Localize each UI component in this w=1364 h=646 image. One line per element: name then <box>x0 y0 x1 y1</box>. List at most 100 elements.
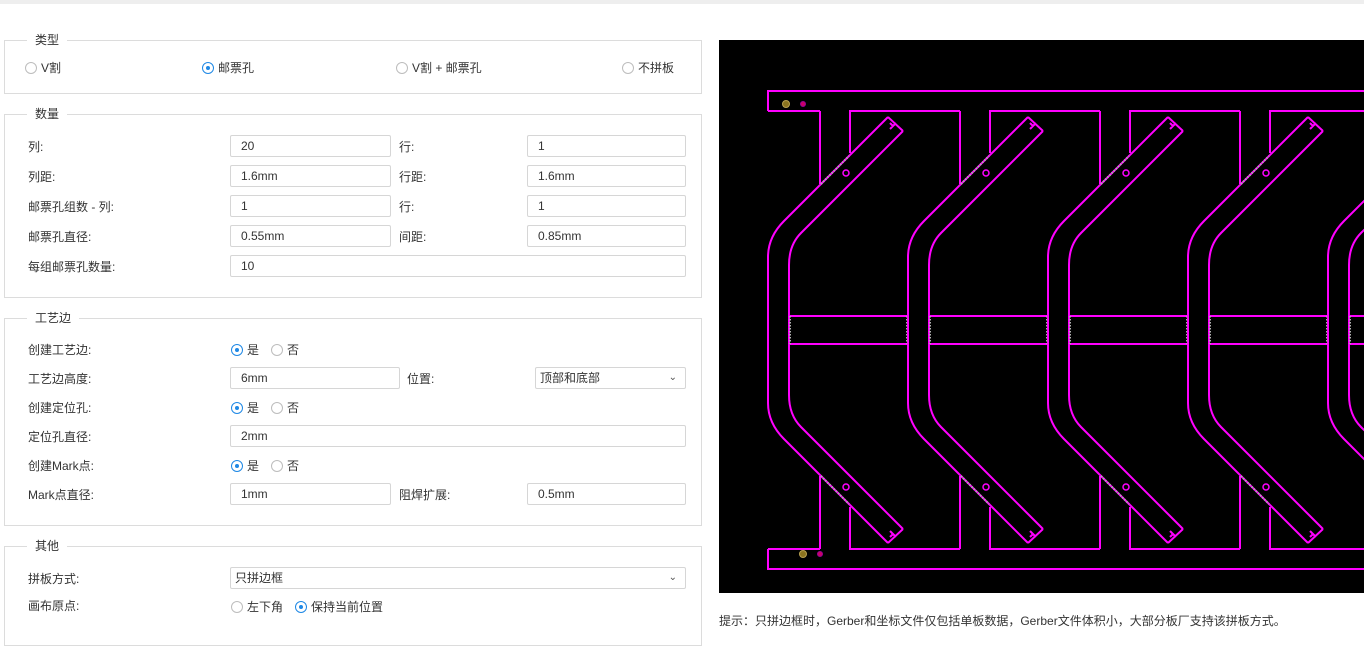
other-fieldset: 其他 <box>4 538 702 646</box>
mark-point <box>799 550 807 558</box>
type-radio-stamp-hole[interactable]: 邮票孔 <box>202 59 254 76</box>
create-hole-label: 创建定位孔: <box>28 401 92 415</box>
mask-input[interactable]: 0.5mm <box>527 483 686 505</box>
create-rail-label: 创建工艺边: <box>28 343 92 357</box>
spacing-label: 间距: <box>399 230 427 244</box>
create-mark-label: 创建Mark点: <box>28 459 95 473</box>
board-outline <box>1327 199 1364 461</box>
tooling-hole <box>1122 169 1130 177</box>
radio-checked-icon <box>202 61 214 74</box>
create-mark-no[interactable]: 否 <box>271 457 299 474</box>
mark-dia-label: Mark点直径: <box>28 488 95 502</box>
locate-hole-dia-input[interactable]: 2mm <box>230 425 686 447</box>
board-outline <box>907 116 1044 544</box>
row-gap-label: 行距: <box>399 170 427 184</box>
pcb-unit <box>1047 110 1240 550</box>
radio-checked-icon <box>231 459 243 472</box>
radio-label: 否 <box>287 401 300 415</box>
radio-icon <box>271 343 283 356</box>
radio-checked-icon <box>231 343 243 356</box>
cols-label: 列: <box>28 140 44 154</box>
radio-label: V割 <box>41 61 62 75</box>
create-rail-no[interactable]: 否 <box>271 341 299 358</box>
frame-connector <box>1349 315 1364 345</box>
hole-dia-label: 邮票孔直径: <box>28 230 92 244</box>
radio-label: V割 + 邮票孔 <box>412 61 482 75</box>
rail-fieldset: 工艺边 <box>4 310 702 526</box>
tooling-hole <box>842 169 850 177</box>
radio-icon <box>271 401 283 414</box>
select-value: 只拼边框 <box>235 571 284 585</box>
create-hole-no[interactable]: 否 <box>271 399 299 416</box>
origin-keep-current[interactable]: 保持当前位置 <box>295 598 383 615</box>
rail-position-label: 位置: <box>407 372 435 386</box>
spacing-input[interactable]: 0.85mm <box>527 225 686 247</box>
row-gap-input[interactable]: 1.6mm <box>527 165 686 187</box>
radio-checked-icon <box>231 401 243 414</box>
radio-label: 否 <box>287 343 300 357</box>
mark-point <box>782 100 790 108</box>
pcb-unit <box>907 110 1100 550</box>
create-rail-yes[interactable]: 是 <box>231 341 259 358</box>
create-mark-yes[interactable]: 是 <box>231 457 259 474</box>
create-hole-yes[interactable]: 是 <box>231 399 259 416</box>
rail-legend: 工艺边 <box>27 310 80 326</box>
type-legend: 类型 <box>27 32 68 48</box>
pcb-unit <box>767 110 960 550</box>
col-gap-label: 列距: <box>28 170 56 184</box>
panel-mode-select[interactable]: 只拼边框 ⌄ <box>230 567 686 589</box>
stamp-holes <box>929 155 1048 505</box>
select-value: 顶部和底部 <box>540 371 601 385</box>
mask-label: 阻焊扩展: <box>399 488 451 502</box>
radio-label: 邮票孔 <box>218 61 255 75</box>
radio-icon <box>271 459 283 472</box>
tooling-hole <box>982 483 990 491</box>
pcb-unit <box>1327 199 1364 461</box>
radio-label: 保持当前位置 <box>311 600 384 614</box>
board-outline <box>1187 116 1324 544</box>
rows-input[interactable]: 1 <box>527 135 686 157</box>
panel-rail <box>767 90 1364 570</box>
tooling-hole <box>1262 483 1270 491</box>
per-group-label: 每组邮票孔数量: <box>28 260 116 274</box>
type-radio-none[interactable]: 不拼板 <box>622 59 674 76</box>
cols-input[interactable]: 20 <box>230 135 391 157</box>
rail-position-select[interactable]: 顶部和底部⌄ <box>535 367 686 389</box>
groups-row-label: 行: <box>399 200 415 214</box>
stamp-holes <box>789 155 908 505</box>
hole-dia-input[interactable]: 0.55mm <box>230 225 391 247</box>
panel-preview-canvas[interactable] <box>719 40 1364 593</box>
pcb-preview <box>767 90 1364 570</box>
per-group-input[interactable]: 10 <box>230 255 686 277</box>
type-radio-vcut-stamp[interactable]: V割 + 邮票孔 <box>396 59 482 76</box>
locate-hole <box>800 101 806 107</box>
panel-mode-label: 拼板方式: <box>28 572 80 586</box>
mark-dia-input[interactable]: 1mm <box>230 483 391 505</box>
groups-row-input[interactable]: 1 <box>527 195 686 217</box>
origin-bottom-left[interactable]: 左下角 <box>231 598 283 615</box>
type-fieldset: 类型 <box>4 32 702 94</box>
radio-icon <box>396 61 408 74</box>
locate-hole <box>817 551 823 557</box>
radio-label: 是 <box>247 401 260 415</box>
chevron-down-icon: ⌄ <box>668 572 677 583</box>
rail-height-input[interactable]: 6mm <box>230 367 400 389</box>
col-gap-input[interactable]: 1.6mm <box>230 165 391 187</box>
rail-height-label: 工艺边高度: <box>28 372 92 386</box>
tooling-hole <box>982 169 990 177</box>
radio-label: 是 <box>247 343 260 357</box>
radio-checked-icon <box>295 600 307 613</box>
frame-connector <box>1209 110 1364 550</box>
tooling-hole <box>1262 169 1270 177</box>
groups-col-label: 邮票孔组数 - 列: <box>28 200 114 214</box>
radio-label: 左下角 <box>247 600 284 614</box>
board-outline <box>1047 116 1184 544</box>
type-radio-vcut[interactable]: V割 <box>25 59 61 76</box>
hint-text: 提示：只拼边框时，Gerber和坐标文件仅包括单板数据，Gerber文件体积小，… <box>719 614 1286 628</box>
groups-col-input[interactable]: 1 <box>230 195 391 217</box>
locate-hole-dia-label: 定位孔直径: <box>28 430 92 444</box>
origin-label: 画布原点: <box>28 599 80 613</box>
quantity-legend: 数量 <box>27 106 68 122</box>
tooling-hole <box>1122 483 1130 491</box>
board-outline <box>767 116 904 544</box>
